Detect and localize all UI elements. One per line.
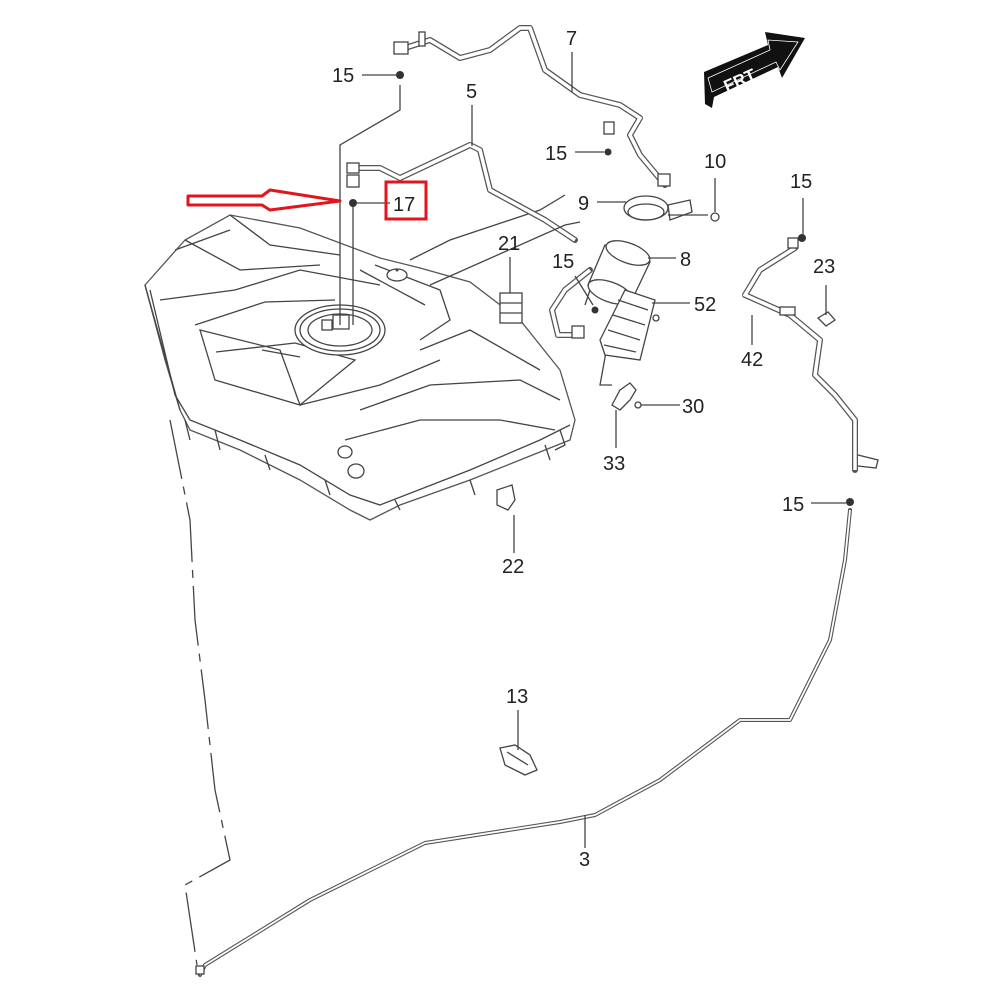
pipe-42: [742, 237, 879, 473]
callout-10: 10: [704, 151, 726, 173]
hose-clamp: [611, 382, 642, 411]
highlight-box: [384, 180, 428, 221]
callout-labels: 15 7 5 15 10 9 17 15 23 21 15 8 52 42 30…: [332, 28, 835, 871]
callout-33: 33: [603, 453, 625, 475]
callout-21: 21: [498, 233, 520, 255]
pipe-3: [195, 508, 852, 977]
callout-52: 52: [694, 294, 716, 316]
clip-13: [499, 744, 538, 776]
callout-9: 9: [578, 193, 589, 215]
grommet-17: [349, 199, 357, 207]
callout-5: 5: [466, 81, 477, 103]
tank-fill-neck-ports: [337, 445, 365, 479]
callout-8: 8: [680, 249, 691, 271]
callout-30: 30: [682, 396, 704, 418]
clip-21: [499, 292, 523, 324]
callout-23: 23: [813, 256, 835, 278]
filter-shield: [599, 289, 660, 361]
callout-15: 15: [545, 143, 567, 165]
clip-23: [816, 311, 836, 327]
filter-loop-pipe: [549, 267, 593, 339]
highlight-marker: [186, 180, 428, 221]
pipe-5: [346, 142, 578, 243]
callout-leaders: [357, 52, 846, 848]
pipe-7: [393, 25, 671, 188]
grommets: [349, 71, 854, 506]
callout-13: 13: [506, 686, 528, 708]
callout-22: 22: [502, 556, 524, 578]
callout-15: 15: [552, 251, 574, 273]
callout-3: 3: [579, 849, 590, 871]
callout-42: 42: [741, 349, 763, 371]
callout-15: 15: [782, 494, 804, 516]
callout-15: 15: [790, 171, 812, 193]
callout-17-highlighted: 17: [393, 194, 415, 216]
clip-22: [496, 484, 516, 511]
front-direction-arrow-icon: FRT: [704, 32, 805, 108]
callout-7: 7: [566, 28, 577, 50]
fuel-tank: [144, 194, 576, 521]
bolt: [710, 212, 720, 222]
bracket-clamp: [623, 195, 708, 221]
tank-sender-cover: [386, 268, 408, 282]
red-outline-arrow-icon: [186, 188, 342, 212]
callout-15: 15: [332, 65, 354, 87]
